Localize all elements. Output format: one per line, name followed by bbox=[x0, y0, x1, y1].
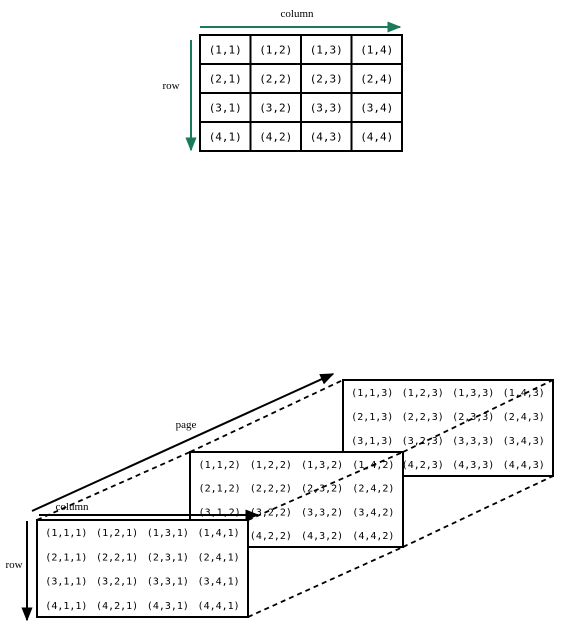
column-label-2d: column bbox=[281, 8, 314, 20]
array-3d-cell: (2,2,3) bbox=[402, 412, 444, 423]
matrix-2d-cell: (4,3) bbox=[310, 131, 343, 144]
array-3d-cell: (2,2,1) bbox=[96, 552, 138, 563]
array-3d-cell: (4,2,2) bbox=[250, 531, 292, 542]
array-3d-cell: (1,3,3) bbox=[452, 388, 494, 399]
matrix-2d-cell: (3,3) bbox=[310, 102, 343, 115]
array-3d-cell: (2,3,3) bbox=[452, 412, 494, 423]
matrix-2d-cell-box bbox=[249, 63, 302, 94]
matrix-2d-cell: (1,2) bbox=[259, 44, 292, 57]
array-3d-cell: (2,1,3) bbox=[351, 412, 393, 423]
array-3d-cell: (2,2,2) bbox=[250, 484, 292, 495]
matrix-2d-cell: (1,1) bbox=[209, 44, 242, 57]
page-1: (1,1,1) (1,2,1) (1,3,1) (1,4,1) (2,1,1) (2,2,… bbox=[36, 519, 249, 618]
page-arrow bbox=[31, 373, 335, 512]
array-3d-cell: (3,2,1) bbox=[96, 577, 138, 588]
array-3d-cell: (4,2,1) bbox=[96, 601, 138, 612]
matrix-2d-cell-box bbox=[300, 121, 353, 152]
array-3d-cell: (4,3,1) bbox=[147, 601, 189, 612]
matrix-2d-cell: (4,2) bbox=[259, 131, 292, 144]
matrix-2d: column row (1,1) (1,2) (1,3) (1,4) (2,1) (2,2… bbox=[162, 8, 403, 152]
array-3d-cell: (4,4,1) bbox=[198, 601, 240, 612]
page-connectors-back bbox=[189, 379, 554, 548]
array-3d-cell: (1,1,1) bbox=[45, 528, 87, 539]
array-3d-cell: (3,2,2) bbox=[250, 507, 292, 518]
array-3d-cell: (1,4,3) bbox=[503, 388, 545, 399]
array-3d-cell: (3,4,2) bbox=[352, 507, 394, 518]
array-3d-cell: (2,4,2) bbox=[352, 484, 394, 495]
array-3d-cell: (2,4,3) bbox=[503, 412, 545, 423]
array-3d-cell: (1,2,3) bbox=[402, 388, 444, 399]
array-3d-cell: (4,3,2) bbox=[301, 531, 343, 542]
matrix-2d-cell: (1,3) bbox=[310, 44, 343, 57]
array-3d-cell: (3,1,1) bbox=[45, 577, 87, 588]
array-3d-cell: (4,3,3) bbox=[452, 460, 494, 471]
array-3d-cell: (2,3,1) bbox=[147, 552, 189, 563]
matrix-2d-cell-box bbox=[300, 63, 353, 94]
array-3d-cell: (3,1,2) bbox=[199, 507, 241, 518]
matrix-2d-cell: (1,4) bbox=[360, 44, 393, 57]
matrix-2d-cell: (2,4) bbox=[360, 73, 393, 86]
matrix-2d-cell-box bbox=[300, 34, 353, 65]
array-3d-cell: (4,2,3) bbox=[402, 460, 444, 471]
row-label-3d: row bbox=[5, 559, 22, 571]
row-label-2d: row bbox=[162, 80, 179, 92]
array-3d-cell: (2,1,2) bbox=[199, 484, 241, 495]
array-3d-cell: (4,1,1) bbox=[45, 601, 87, 612]
array-3d-cell: (1,1,2) bbox=[199, 460, 241, 471]
array-3d-cell: (2,1,1) bbox=[45, 552, 87, 563]
array-3d-cell: (3,3,3) bbox=[452, 436, 494, 447]
matrix-2d-cell: (2,3) bbox=[310, 73, 343, 86]
array-3d-cell: (3,3,2) bbox=[301, 507, 343, 518]
array-3d-cell: (3,1,3) bbox=[351, 436, 393, 447]
page-label: page bbox=[176, 419, 197, 431]
array-3d: (1,1,3) (1,2,3) (1,3,3) (1,4,3) (2,1,3) (2,2,… bbox=[5, 373, 554, 622]
array-3d-cell: (1,2,2) bbox=[250, 460, 292, 471]
array-3d-cell: (1,1,3) bbox=[351, 388, 393, 399]
array-3d-cell: (4,4,3) bbox=[503, 460, 545, 471]
array-3d-cell: (1,4,1) bbox=[198, 528, 240, 539]
column-label-3d: column bbox=[56, 501, 89, 513]
matrix-2d-cell: (3,2) bbox=[259, 102, 292, 115]
page-connectors-front bbox=[36, 451, 404, 618]
array-3d-cell: (3,3,1) bbox=[147, 577, 189, 588]
matrix-2d-cell: (3,4) bbox=[360, 102, 393, 115]
matrix-2d-cell-box bbox=[350, 121, 403, 152]
array-3d-cell: (3,4,1) bbox=[198, 577, 240, 588]
array-3d-cell: (3,2,3) bbox=[402, 436, 444, 447]
array-3d-cell: (1,3,2) bbox=[301, 460, 343, 471]
matrix-2d-grid: (1,1) (1,2) (1,3) (1,4) (2,1) (2,2) (2,3) (2,4)… bbox=[199, 34, 403, 152]
matrix-2d-cell-box bbox=[249, 121, 302, 152]
matrix-2d-cell: (2,1) bbox=[209, 73, 242, 86]
matrix-2d-cell: (4,1) bbox=[209, 131, 242, 144]
array-3d-cell: (4,4,2) bbox=[352, 531, 394, 542]
matrix-2d-cell: (4,4) bbox=[360, 131, 393, 144]
array-3d-cell: (2,3,2) bbox=[301, 484, 343, 495]
array-3d-cell: (3,4,3) bbox=[503, 436, 545, 447]
matrix-2d-cell: (3,1) bbox=[209, 102, 242, 115]
matrix-2d-cell-box bbox=[350, 34, 403, 65]
array-3d-cell: (2,4,1) bbox=[198, 552, 240, 563]
matrix-2d-cell: (2,2) bbox=[259, 73, 292, 86]
array-3d-cell: (1,3,1) bbox=[147, 528, 189, 539]
array-3d-cell: (1,2,1) bbox=[96, 528, 138, 539]
